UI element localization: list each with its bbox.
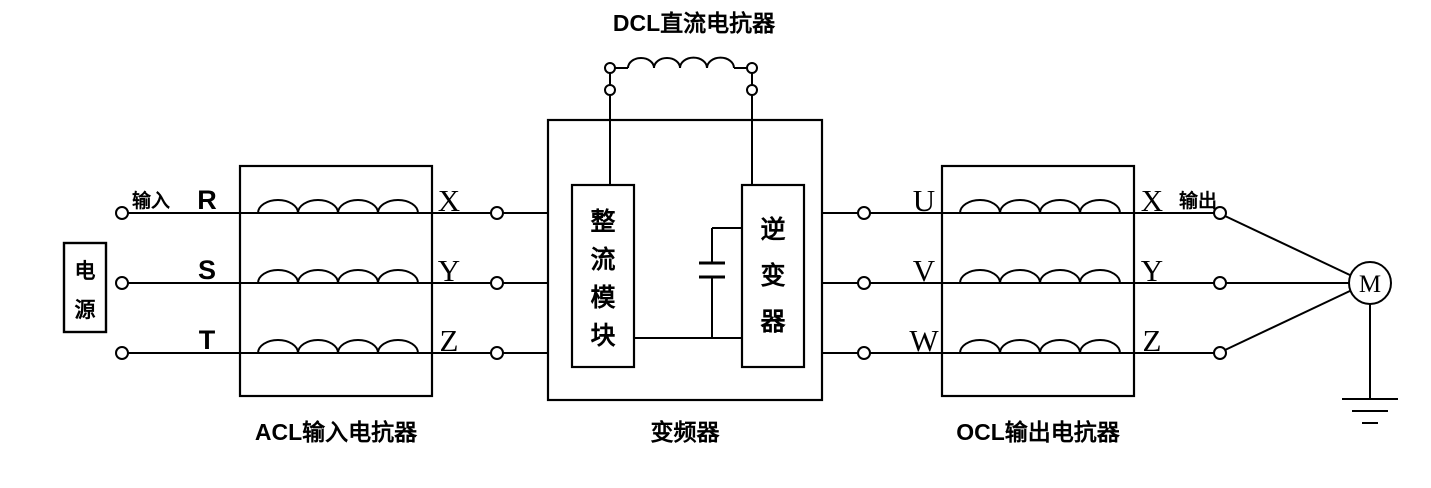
dcl-reactor: [609, 56, 753, 185]
ocl-terminal-label-x: X: [1141, 183, 1163, 218]
acl-coils: [257, 199, 419, 354]
dcl-title: DCL直流电抗器: [613, 10, 776, 36]
ocl-coils: [959, 199, 1121, 354]
rectifier-module-box: [570, 183, 636, 369]
rectifier-char-3: 模: [590, 283, 616, 312]
acl-terminal-z: [490, 346, 504, 360]
inverter-unit-box: [740, 183, 806, 369]
acl-inductor-coil-t: [257, 339, 419, 354]
acl-inductor-coil-s: [257, 269, 419, 284]
phase-label-u: U: [913, 183, 935, 218]
ocl-inductor-coil-v: [959, 269, 1121, 284]
inverter-char-3: 器: [759, 308, 786, 336]
inverter-char-1: 逆: [760, 215, 785, 244]
ocl-terminal-label-y: Y: [1141, 253, 1163, 288]
motor-label: M: [1359, 271, 1381, 298]
acl-terminal-label-x: X: [438, 183, 460, 218]
dcl-terminal-right: [746, 62, 758, 74]
dcl-terminal-left: [604, 62, 616, 74]
vfd-terminal-w: [857, 346, 871, 360]
ocl-inductor-coil-w: [959, 339, 1121, 354]
acl-terminal-label-y: Y: [438, 253, 460, 288]
rectifier-char-2: 流: [590, 246, 615, 274]
acl-inductor-coil-r: [257, 199, 419, 214]
acl-reactor-box: [238, 164, 434, 398]
ground-icon: [1342, 304, 1398, 424]
dcl-inductor-coil: [627, 56, 735, 69]
input-terminal-t: [115, 346, 129, 360]
power-source-char-1: 电: [75, 260, 96, 283]
rectifier-char-1: 整: [590, 208, 615, 236]
acl-terminal-y: [490, 276, 504, 290]
rectifier-char-4: 块: [590, 322, 615, 350]
phase-label-w: W: [909, 323, 939, 358]
vfd-terminal-v: [857, 276, 871, 290]
dc-link-terminal-left: [604, 84, 616, 96]
inverter-char-2: 变: [760, 261, 785, 290]
dc-link: [634, 227, 742, 339]
power-source-box: [62, 241, 108, 334]
phase-label-t: T: [199, 325, 216, 355]
ocl-terminal-x: [1213, 206, 1227, 220]
terminals: [115, 62, 1227, 360]
ocl-terminal-z: [1213, 346, 1227, 360]
caption-acl-reactor: ACL输入电抗器: [255, 419, 418, 445]
wire-motor-lower: [1224, 289, 1353, 351]
input-terminal-s: [115, 276, 129, 290]
phase-label-s: S: [198, 255, 216, 285]
phase-wires: [122, 212, 1353, 354]
input-terminal-r: [115, 206, 129, 220]
wire-motor-upper: [1224, 215, 1353, 277]
acl-terminal-x: [490, 206, 504, 220]
input-label: 输入: [132, 189, 170, 212]
dc-link-terminal-right: [746, 84, 758, 96]
vfd-terminal-u: [857, 206, 871, 220]
phase-label-r: R: [197, 185, 217, 215]
ocl-terminal-y: [1213, 276, 1227, 290]
ocl-terminal-label-z: Z: [1143, 323, 1162, 358]
power-source-char-2: 源: [75, 299, 96, 322]
caption-ocl-reactor: OCL输出电抗器: [956, 419, 1121, 445]
acl-terminal-label-z: Z: [440, 323, 459, 358]
ocl-reactor-box: [940, 164, 1136, 398]
ocl-inductor-coil-u: [959, 199, 1121, 214]
caption-vfd: 变频器: [651, 419, 721, 445]
phase-label-v: V: [913, 253, 936, 288]
vfd-box: [546, 118, 824, 402]
output-label: 输出: [1179, 189, 1217, 212]
